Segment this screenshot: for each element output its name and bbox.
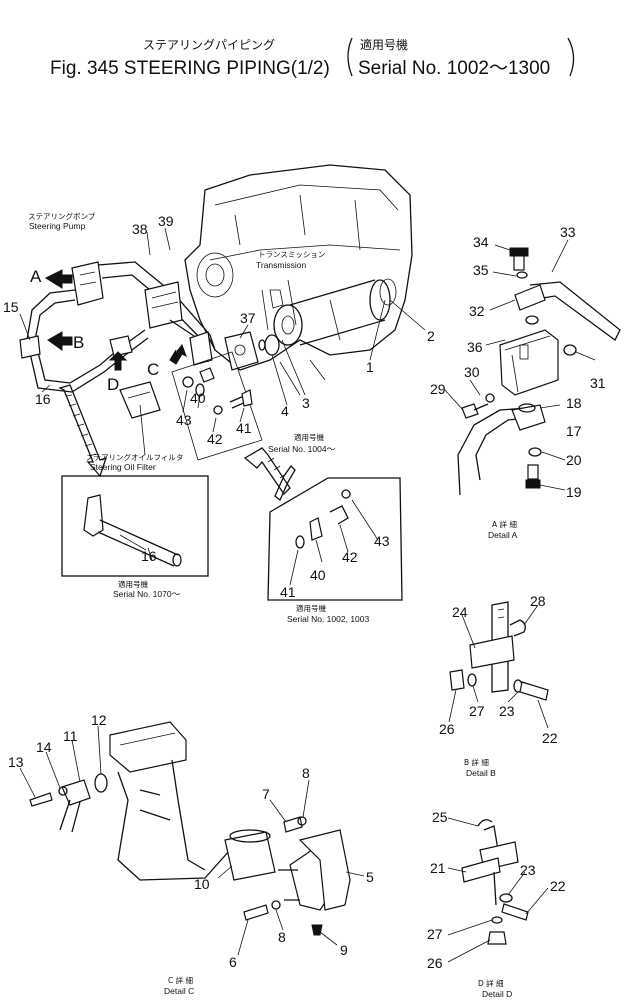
serial-1004-jp: 適用号機 (294, 432, 324, 442)
callout-43b: 43 (374, 533, 390, 549)
title-jp: ステアリングパイピング (143, 38, 275, 52)
serial-1002-jp: 適用号機 (296, 603, 326, 613)
inset-1004 (171, 351, 263, 461)
detail-b-jp: B 詳 細 (464, 757, 489, 767)
transmission-label-jp: トランスミッション (258, 250, 325, 259)
callout-21: 21 (430, 860, 446, 876)
detail-d-jp: D 詳 細 (478, 978, 504, 988)
callout-25: 25 (432, 809, 448, 825)
callout-22b: 22 (550, 878, 566, 894)
callout-31: 31 (590, 375, 606, 391)
callout-42b: 42 (342, 549, 358, 565)
view-letter-a: A (30, 267, 42, 286)
callout-40: 40 (190, 390, 206, 406)
callout-10: 10 (194, 876, 210, 892)
callout-5: 5 (366, 869, 374, 885)
inset-pipe-16: 適用号機 Serial No. 1070～ (61, 475, 209, 599)
callout-4: 4 (281, 403, 289, 419)
title-serial: Serial No. 1002～1300 (358, 58, 550, 79)
callout-14: 14 (36, 739, 52, 755)
pointer-arrows (58, 384, 296, 502)
callout-30: 30 (464, 364, 480, 380)
detail-a-jp: A 詳 細 (492, 519, 517, 529)
inset-1002: 適用号機 Serial No. 1002, 1003 (267, 477, 403, 624)
view-letter-d: D (107, 375, 119, 394)
callout-15: 15 (3, 299, 19, 315)
callout-13: 13 (8, 754, 24, 770)
callout-16b: 16 (141, 548, 157, 564)
callout-3: 3 (302, 395, 310, 411)
detail-d-label: Detail D (482, 989, 512, 999)
view-arrows: A B C D (30, 267, 187, 394)
callout-12: 12 (91, 712, 107, 728)
callout-32: 32 (469, 303, 485, 319)
callout-40b: 40 (310, 567, 326, 583)
callout-33: 33 (560, 224, 576, 240)
callout-34: 34 (473, 234, 489, 250)
callout-35: 35 (473, 262, 489, 278)
callout-27: 27 (469, 703, 485, 719)
title-block: ステアリングパイピング Fig. 345 STEERING PIPING(1/2… (50, 37, 575, 79)
serial-1004: Serial No. 1004～ (268, 444, 336, 454)
callout-20: 20 (566, 452, 582, 468)
callout-9: 9 (340, 942, 348, 958)
callout-41: 41 (236, 420, 252, 436)
callout-24: 24 (452, 604, 468, 620)
detail-a: A 詳 細 Detail A (457, 247, 621, 540)
filter-label: Steering Oil Filter (90, 462, 156, 472)
transmission-assembly (184, 164, 413, 396)
callout-41b: 41 (280, 584, 296, 600)
callout-42: 42 (207, 431, 223, 447)
leader-lines (19, 227, 596, 963)
callout-2: 2 (427, 328, 435, 344)
view-letter-c: C (147, 360, 159, 379)
callout-38: 38 (132, 221, 148, 237)
callout-29: 29 (430, 381, 446, 397)
callout-26: 26 (439, 721, 455, 737)
callout-39: 39 (158, 213, 174, 229)
detail-c-label: Detail C (164, 986, 194, 996)
callout-6: 6 (229, 954, 237, 970)
callout-17: 17 (566, 423, 582, 439)
callout-16: 16 (35, 391, 51, 407)
detail-d: D 詳 細 Detail D (461, 819, 529, 999)
callout-23: 23 (499, 703, 515, 719)
callout-1: 1 (366, 359, 374, 375)
title-paren-left (347, 37, 353, 77)
detail-a-label: Detail A (488, 530, 518, 540)
filter-label-jp: ステアリングオイルフィルタ (86, 452, 183, 462)
detail-c-jp: C 詳 細 (168, 975, 193, 985)
callout-26b: 26 (427, 955, 443, 971)
main-annotations: ステアリングポンプ Steering Pump トランスミッション Transm… (28, 211, 336, 472)
callout-28: 28 (530, 593, 546, 609)
callout-43: 43 (176, 412, 192, 428)
pump-label: Steering Pump (29, 221, 85, 231)
callout-7: 7 (262, 786, 270, 802)
serial-1002: Serial No. 1002, 1003 (287, 614, 369, 624)
serial-1070-jp: 適用号機 (118, 579, 148, 589)
pump-label-jp: ステアリングポンプ (28, 211, 96, 221)
transmission-label: Transmission (256, 260, 306, 270)
serial-1070: Serial No. 1070～ (113, 589, 181, 599)
callout-11: 11 (63, 728, 78, 744)
callout-8: 8 (302, 765, 310, 781)
title-paren-right (567, 37, 575, 77)
callout-37: 37 (240, 310, 256, 326)
callout-36: 36 (467, 339, 483, 355)
callout-27b: 27 (427, 926, 443, 942)
title-serial-jp: 適用号機 (360, 37, 408, 52)
callout-numbers: 1 2 3 4 5 6 7 8 8 9 10 11 12 13 14 15 16… (3, 213, 606, 971)
callout-22: 22 (542, 730, 558, 746)
callout-8b: 8 (278, 929, 286, 945)
view-letter-b: B (73, 333, 84, 352)
callout-18: 18 (566, 395, 582, 411)
callout-19: 19 (566, 484, 582, 500)
detail-b-label: Detail B (466, 768, 496, 778)
detail-c: C 詳 細 Detail C (29, 721, 351, 996)
detail-b: B 詳 細 Detail B (449, 601, 549, 778)
title-main: Fig. 345 STEERING PIPING(1/2) (50, 58, 330, 79)
callout-23b: 23 (520, 862, 536, 878)
